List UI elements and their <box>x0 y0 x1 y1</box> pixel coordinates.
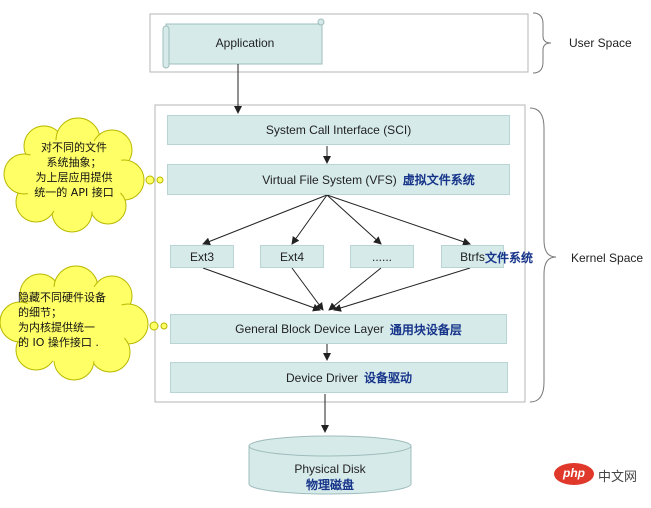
user-space-label: User Space <box>569 36 632 50</box>
vfs-callout-line: 系统抽象； <box>46 156 102 169</box>
fs-btrfs-label: Btrfs <box>460 249 485 264</box>
vfs-callout-text: 对不同的文件 系统抽象； 为上层应用提供 统一的 API 接口 <box>14 140 134 200</box>
block-callout-line: 为内核提供统一 <box>18 321 95 334</box>
php-watermark-logo <box>554 463 594 485</box>
vfs-label: Virtual File System (VFS) <box>262 172 397 187</box>
fs-ext3-box: Ext3 <box>170 245 234 268</box>
callout-cloud-vfs <box>3 117 164 233</box>
arrows-fs-to-block <box>202 267 471 312</box>
fs-ext4-box: Ext4 <box>260 245 324 268</box>
block-layer-label: General Block Device Layer <box>235 322 384 336</box>
fs-cn-label: 文件系统 <box>485 251 534 265</box>
block-callout-line: 的细节； <box>18 306 62 319</box>
vfs-box: Virtual File System (VFS) 虚拟文件系统 <box>167 164 510 195</box>
user-space-brace <box>532 12 552 74</box>
vfs-callout-line: 对不同的文件 <box>41 141 107 154</box>
block-callout-line: 隐藏不同硬件设备 <box>18 291 106 304</box>
php-watermark-text: 中文网 <box>598 470 638 485</box>
fs-ext3-label: Ext3 <box>189 249 214 264</box>
fs-btrfs-box: Btrfs <box>441 245 504 268</box>
device-driver-cn-label: 设备驱动 <box>364 371 413 385</box>
sci-box: System Call Interface (SCI) <box>167 115 510 145</box>
php-watermark-badge: php <box>563 466 585 480</box>
block-callout-text: 隐藏不同硬件设备 的细节； 为内核提供统一 的 IO 操作接口 . <box>18 290 138 350</box>
kernel-space-label: Kernel Space <box>571 251 644 265</box>
block-layer-cn-label: 通用块设备层 <box>389 322 462 337</box>
vfs-cn-label: 虚拟文件系统 <box>402 173 475 187</box>
physical-disk-label: Physical Disk <box>294 462 366 476</box>
device-driver-box: Device Driver 设备驱动 <box>170 362 508 393</box>
fs-ext4-label: Ext4 <box>279 249 304 264</box>
vfs-callout-line: 为上层应用提供 <box>35 171 113 184</box>
vfs-callout-line: 统一的 API 接口 <box>34 186 114 199</box>
application-label: Application <box>215 36 275 50</box>
block-layer-box: General Block Device Layer 通用块设备层 <box>170 314 507 344</box>
device-driver-label: Device Driver <box>285 370 358 385</box>
physical-disk-cylinder <box>248 435 412 495</box>
callout-cloud-block <box>0 265 168 381</box>
physical-disk-cn-label: 物理磁盘 <box>305 478 354 492</box>
block-callout-line: 的 IO 操作接口 . <box>18 336 99 349</box>
arrows-vfs-to-fs <box>202 194 471 246</box>
application-scroll-shape <box>162 18 325 69</box>
fs-more-label: ...... <box>371 249 392 264</box>
fs-more-box: ...... <box>350 245 414 268</box>
kernel-space-brace <box>529 107 557 403</box>
sci-label: System Call Interface (SCI) <box>265 123 412 137</box>
